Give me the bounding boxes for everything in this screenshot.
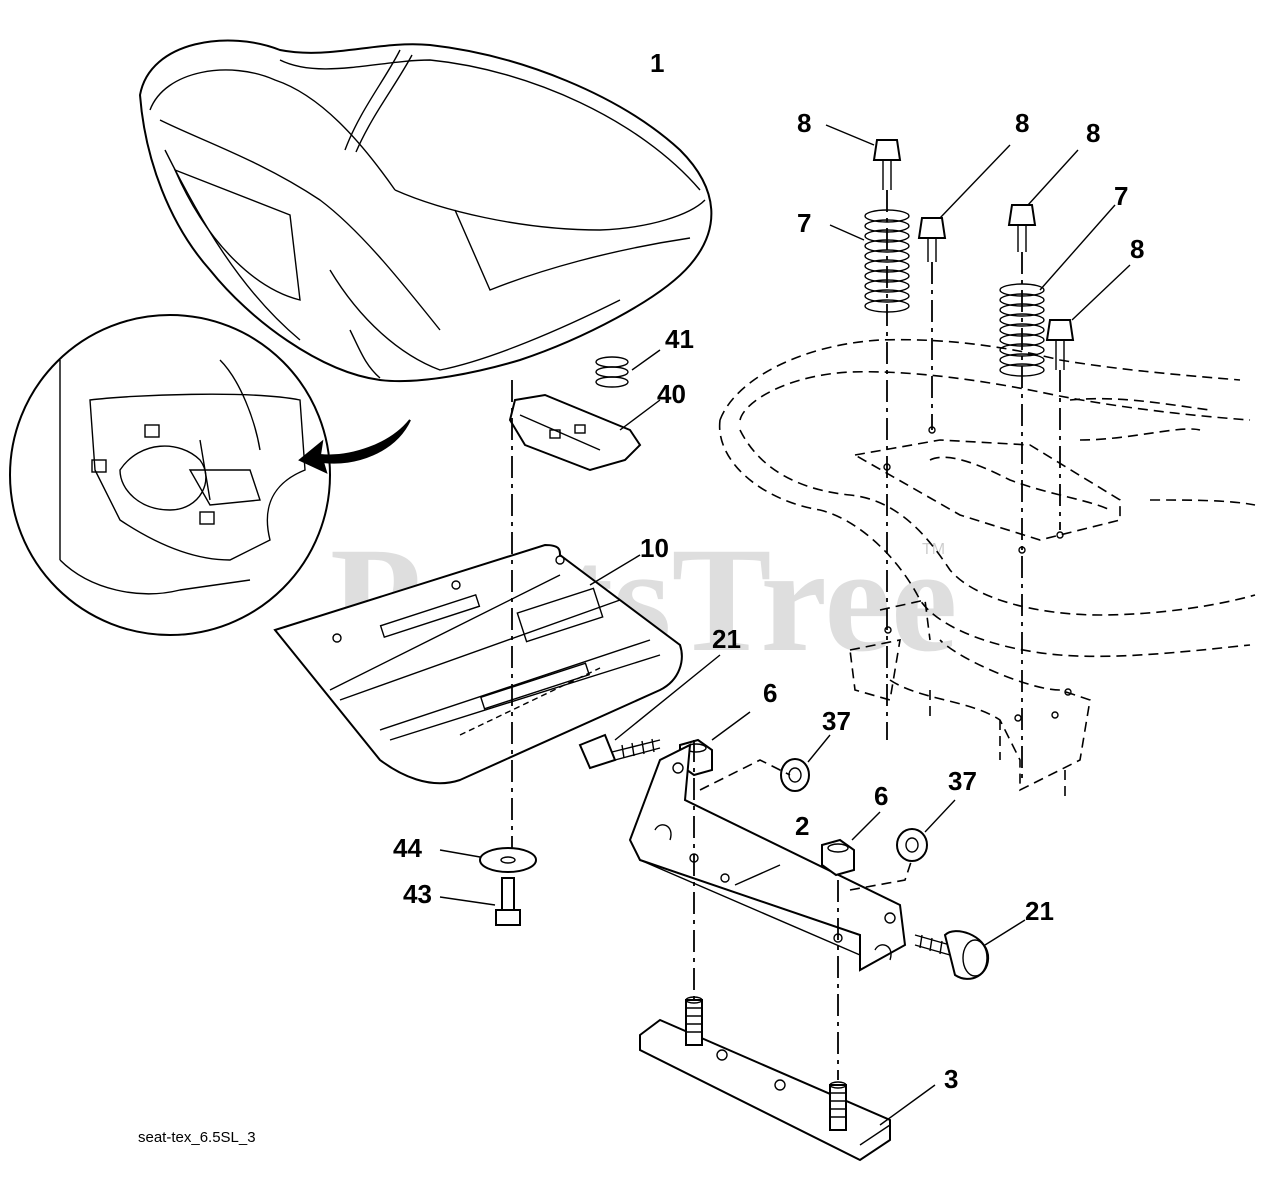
bracket-part-2[interactable]: [628, 743, 907, 972]
washer-part-44[interactable]: [479, 847, 537, 873]
callout-label: 10: [640, 533, 669, 563]
callout-label: 41: [665, 324, 694, 354]
plate-part-3[interactable]: [639, 1018, 891, 1162]
callout-label: 21: [1025, 896, 1054, 926]
callout-label: 3: [944, 1064, 958, 1094]
nut-part-6-bottom[interactable]: [821, 838, 855, 877]
callout-label: 43: [403, 879, 432, 909]
stud-right: [829, 1081, 847, 1131]
callout-label: 40: [657, 379, 686, 409]
callout-label: 21: [712, 624, 741, 654]
watermark-trademark: TM: [922, 541, 945, 558]
callout-label: 8: [1015, 108, 1029, 138]
callout-label: 2: [795, 811, 809, 841]
diagram-caption: seat-tex_6.5SL_3: [138, 1129, 256, 1146]
callout-label: 7: [1114, 181, 1128, 211]
bolt-part-21-right[interactable]: [914, 930, 990, 980]
callout-label: 6: [874, 781, 888, 811]
bolt-part-8-d[interactable]: [1045, 319, 1075, 370]
bolt-part-21-left[interactable]: [578, 733, 661, 770]
bracket-part-40[interactable]: [508, 393, 642, 472]
seat-pan-part-10[interactable]: [273, 543, 683, 785]
callout-label: 44: [393, 833, 422, 863]
bolt-part-8-a[interactable]: [872, 139, 902, 190]
nut-part-37-bottom[interactable]: [896, 828, 928, 862]
nut-part-37-top[interactable]: [780, 758, 810, 792]
detail-arrow: [298, 419, 411, 474]
detail-inset: [9, 314, 331, 636]
spring-part-41[interactable]: [595, 356, 629, 388]
bolt-part-8-b[interactable]: [917, 217, 947, 262]
stud-left: [685, 996, 703, 1046]
seat-part[interactable]: [138, 39, 713, 383]
callout-label: 37: [822, 706, 851, 736]
callout-label: 1: [650, 48, 664, 78]
callout-label: 8: [1130, 234, 1144, 264]
callout-label: 7: [797, 208, 811, 238]
callout-label: 6: [763, 678, 777, 708]
callout-label: 37: [948, 766, 977, 796]
bolt-part-43[interactable]: [495, 877, 521, 926]
mower-frame: [718, 338, 1256, 800]
callout-label: 8: [797, 108, 811, 138]
bolt-part-8-c[interactable]: [1007, 204, 1037, 252]
callout-label: 8: [1086, 118, 1100, 148]
